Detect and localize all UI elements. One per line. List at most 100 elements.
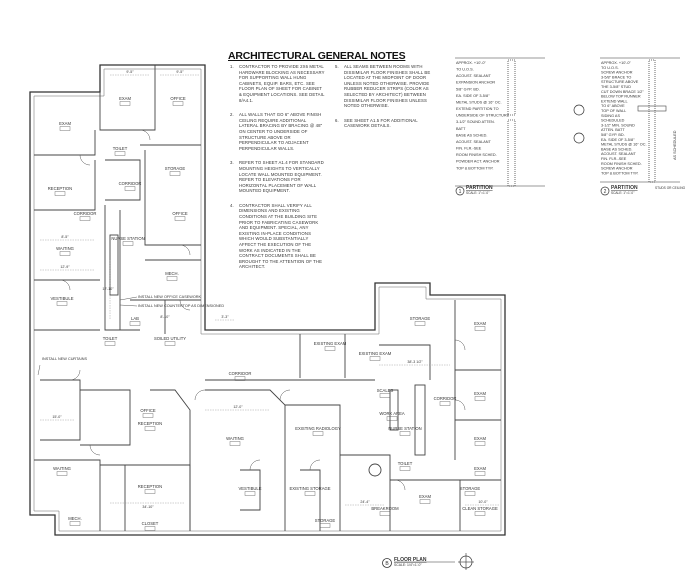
room-label: CORRIDOR: [229, 371, 252, 376]
room-number-tag: [399, 431, 411, 436]
detail-callout: TOP OF WALL: [601, 109, 626, 113]
detail-callout: THE 3-5/8" STUD: [601, 85, 631, 89]
room-number-tag: [474, 511, 486, 516]
dimension-label: 9'-5": [176, 70, 184, 74]
room-number-tag: [144, 426, 156, 431]
room-label: VESTIBULE: [50, 296, 73, 301]
note-number: 4.: [230, 202, 234, 208]
room-label: EXAM: [474, 436, 486, 441]
dimension-label: 12'-0": [233, 405, 243, 409]
detail-side-note: AS SCHEDULED: [673, 130, 677, 160]
room-number-tag: [234, 376, 246, 381]
room-label: LAB: [131, 316, 139, 321]
room-label: STORAGE: [315, 518, 336, 523]
partition-detail-2: AS SCHEDULED STUDS OR CEILING APPROX. +1…: [600, 57, 686, 196]
note-number: 5.: [335, 64, 339, 69]
room-number-tag: [79, 216, 91, 221]
general-note: 3. Refer to sheet A1.4 for standard mount…: [230, 160, 326, 194]
detail-callout: CUT DOWN BRACE 1/2": [601, 90, 644, 94]
room-label: RECEPTION: [138, 421, 162, 426]
room-label: BREAKROOM: [371, 506, 399, 511]
detail-callout: ACOUST. SEALANT: [456, 140, 491, 144]
detail-callout: SCHEDULED: [601, 119, 625, 123]
detail-callout: SCREW ANCHOR: [601, 71, 633, 75]
room-number-tag: [56, 471, 68, 476]
room-number-tag: [229, 441, 241, 446]
detail-callout: ROOM FINISH SCHED.: [456, 153, 497, 157]
detail-callout: TO 6" ABOVE: [601, 104, 625, 108]
room-label: OFFICE: [170, 96, 186, 101]
detail-callout: BASE AS SCHED.: [601, 147, 632, 151]
detail-callout: EXTEND WALL: [601, 99, 628, 103]
room-label: WAITING: [56, 246, 74, 251]
note-number: 1.: [230, 64, 234, 69]
dimension-label: 24'-4": [360, 500, 370, 504]
note-text: Refer to sheet A1.4 for standard mountin…: [239, 160, 324, 194]
dimension-label: 8'-5": [61, 235, 69, 239]
room-label: OFFICE: [140, 408, 156, 413]
room-number-tag: [104, 341, 116, 346]
note-text: Contractor shall verify all dimensions a…: [239, 202, 323, 270]
notes-title: ARCHITECTURAL GENERAL NOTES: [228, 50, 406, 62]
room-label: TOILET: [103, 336, 118, 341]
notes-column-2: 5. All seams between rooms with dissimila…: [335, 64, 431, 138]
note-number: 3.: [230, 160, 234, 166]
detail-callout: SCREW ANCHOR: [601, 167, 633, 171]
detail-callout: ACOUST. SEALANT: [601, 152, 636, 156]
partition-detail-1: APPROX. +10'-0"TO U.O.S.ACOUST. SEALANTE…: [455, 57, 545, 196]
plan-title: FLOOR PLAN: [394, 557, 427, 563]
room-label: VESTIBULE: [238, 486, 261, 491]
room-label: EXAM: [419, 494, 431, 499]
detail-callout: ATTEN. BATT: [601, 128, 625, 132]
general-note: 2.All walls that go 6" above finish ceil…: [230, 112, 326, 151]
detail-callout: EA. SIDE OF 3-5/8": [456, 94, 490, 98]
room-number-tag: [324, 346, 336, 351]
room-number-tag: [142, 413, 154, 418]
room-number-tag: [474, 471, 486, 476]
detail-callout: 5/8" GYP. BD.: [456, 87, 480, 91]
dimension-lines: [40, 74, 500, 506]
note-text: All seams between rooms with dissimilar …: [344, 64, 431, 109]
note-number: 2.: [230, 112, 234, 118]
detail-callout: UNDERSIDE OF STRUCTURE: [456, 114, 510, 118]
north-arrow-icon: [458, 553, 474, 570]
room-label: TOILET: [398, 461, 413, 466]
detail-title: PARTITION: [611, 185, 638, 191]
plan-marker: B: [385, 561, 389, 567]
exterior-wall-inner: [33, 68, 502, 532]
general-note: 1.Contractor to provide 2x6 metal hardwa…: [230, 64, 326, 103]
dimension-label: 10'-0": [478, 500, 488, 504]
room-label: EXAM: [474, 466, 486, 471]
room-labels: EXAM OFFICE EXAM TOILET CORRIDOR STORAGE RECEP…: [48, 96, 498, 531]
detail-callout: BATT: [456, 127, 466, 131]
callout-office-casework: INSTALL NEW OFFICE CASEWORK: [138, 295, 202, 299]
detail-title: PARTITION: [466, 185, 493, 191]
room-number-tag: [319, 523, 331, 528]
room-number-tag: [304, 491, 316, 496]
dimension-label: 34'-10": [142, 505, 154, 509]
room-number-tag: [56, 301, 68, 306]
room-number-tag: [59, 126, 71, 131]
room-label: MECH.: [165, 271, 179, 276]
room-label: CORRIDOR: [74, 211, 97, 216]
detail-scale: SCALE: 1"=1'-0": [611, 191, 634, 195]
room-number-tag: [129, 321, 141, 326]
detail-bottom-note: STUDS OR CEILING: [655, 186, 686, 190]
room-label: NURSE STATION: [111, 236, 144, 241]
detail-callout: 5/8" GYP. BD.: [601, 133, 625, 137]
room-number-tag: [114, 151, 126, 156]
room-number-tag: [119, 101, 131, 106]
detail-callout: ACOUST. SEALANT: [456, 74, 491, 78]
detail-callout: FIN. FLR.-SEE: [601, 157, 627, 161]
general-note: 4. Contractor shall verify all dimensions…: [230, 203, 326, 270]
room-number-tag: [69, 521, 81, 526]
detail-callout: TOP & BOTTOM TYP.: [601, 171, 638, 175]
note-text: See sheet A1.5 for additional casework d…: [344, 117, 418, 129]
doors: [59, 129, 466, 491]
detail-callout: EA. SIDE OF 3-5/8": [601, 138, 635, 142]
room-number-tag: [439, 401, 451, 406]
room-label: CLEAN STORAGE: [462, 506, 498, 511]
room-number-tag: [474, 326, 486, 331]
room-label: STORAGE: [165, 166, 186, 171]
room-label: CLOSET: [142, 521, 159, 526]
